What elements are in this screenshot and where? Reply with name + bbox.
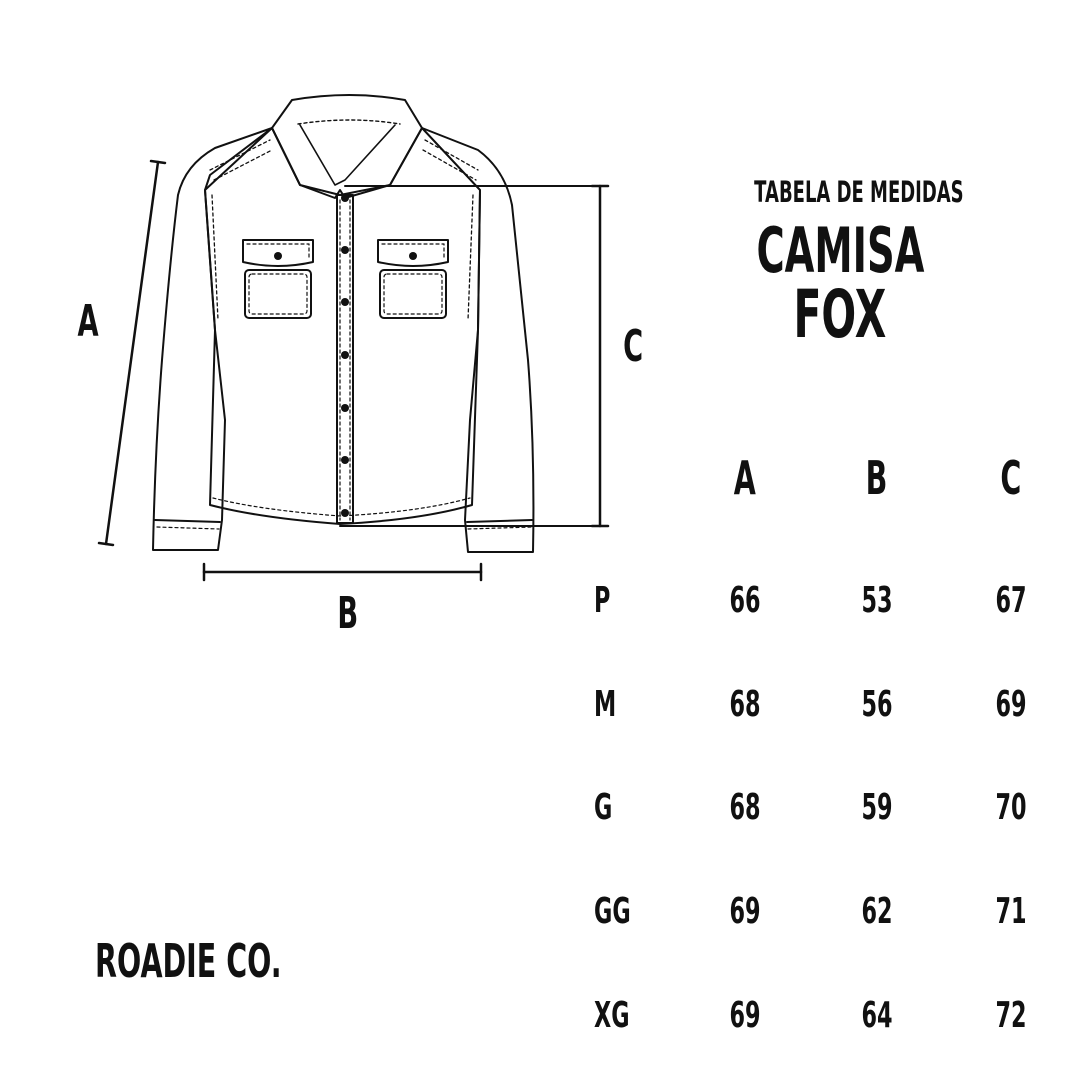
column-header-b: B	[866, 451, 888, 505]
value-c: 71	[995, 891, 1027, 932]
value-b: 62	[861, 891, 893, 932]
value-a: 68	[729, 787, 761, 828]
size-label: G	[594, 787, 613, 828]
size-label: XG	[594, 995, 630, 1036]
brand-name: ROADIE CO.	[95, 934, 282, 988]
size-label: GG	[594, 891, 631, 932]
measure-line-b	[202, 562, 483, 582]
right-cuff	[466, 519, 533, 523]
shirt-buttons	[341, 194, 349, 517]
left-cuff	[154, 519, 221, 523]
value-a: 66	[729, 580, 761, 621]
value-c: 70	[995, 787, 1027, 828]
value-b: 53	[861, 580, 893, 621]
value-b: 64	[861, 995, 893, 1036]
column-header-c: C	[1000, 451, 1022, 505]
value-b: 56	[861, 684, 893, 725]
column-header-a: A	[733, 451, 757, 505]
value-c: 72	[995, 995, 1027, 1036]
shirt-right-sleeve	[421, 127, 535, 553]
measure-line-c	[339, 184, 610, 528]
product-name-title: FOX	[793, 276, 887, 353]
label-c: C	[622, 321, 644, 372]
label-b: B	[337, 588, 359, 639]
value-b: 59	[861, 787, 893, 828]
label-a: A	[77, 296, 99, 347]
table-subtitle: TABELA DE MEDIDAS	[754, 175, 964, 209]
size-label: M	[594, 684, 617, 725]
size-label: P	[594, 580, 611, 621]
left-pocket	[242, 239, 314, 319]
value-c: 67	[995, 580, 1027, 621]
measure-line-a	[97, 159, 167, 547]
right-pocket	[377, 239, 449, 319]
value-c: 69	[995, 684, 1027, 725]
shirt-torso	[204, 127, 481, 525]
value-a: 69	[729, 891, 761, 932]
value-a: 69	[729, 995, 761, 1036]
product-type-title: CAMISA	[756, 214, 924, 287]
collar-stitch	[297, 119, 401, 125]
shirt-outline	[152, 127, 273, 551]
value-a: 68	[729, 684, 761, 725]
shirt-collar	[271, 94, 423, 199]
